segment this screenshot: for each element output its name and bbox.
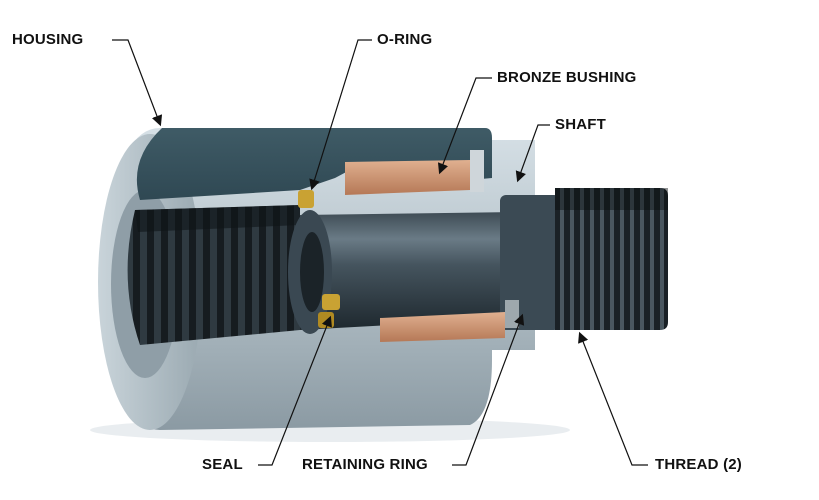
label-housing: HOUSING bbox=[12, 31, 84, 48]
label-retaining-ring: RETAINING RING bbox=[302, 456, 428, 473]
seal-ring-lower bbox=[318, 312, 334, 328]
external-thread bbox=[555, 188, 668, 330]
o-ring-top bbox=[298, 190, 314, 208]
ext-thread-shade bbox=[555, 188, 668, 210]
retaining-ring-top bbox=[470, 150, 484, 192]
leader-thread bbox=[578, 331, 648, 466]
shaft bbox=[300, 200, 560, 330]
label-thread: THREAD (2) bbox=[655, 456, 742, 473]
leader-housing bbox=[112, 39, 163, 127]
thread-shade bbox=[135, 205, 300, 232]
label-seal: SEAL bbox=[202, 456, 243, 473]
leader-shaft bbox=[515, 124, 550, 183]
internal-thread bbox=[127, 205, 300, 345]
bronze-bushing-bottom bbox=[380, 312, 505, 342]
leader-retaining-ring bbox=[452, 313, 525, 466]
label-o-ring: O-RING bbox=[377, 31, 433, 48]
shaft-bore bbox=[300, 232, 324, 312]
bronze-bushing-top bbox=[345, 160, 470, 195]
housing-cut-face bbox=[136, 128, 492, 200]
label-bronze-bushing: BRONZE BUSHING bbox=[497, 69, 637, 86]
retaining-ring-bottom bbox=[505, 300, 519, 328]
shaft-collar bbox=[500, 195, 560, 330]
label-shaft: SHAFT bbox=[555, 116, 606, 133]
leader-o-ring bbox=[309, 39, 372, 191]
leader-seal bbox=[258, 315, 332, 466]
leader-bronze-bushing bbox=[437, 77, 492, 175]
leader-lines bbox=[112, 39, 648, 466]
seal-ring bbox=[322, 294, 340, 310]
